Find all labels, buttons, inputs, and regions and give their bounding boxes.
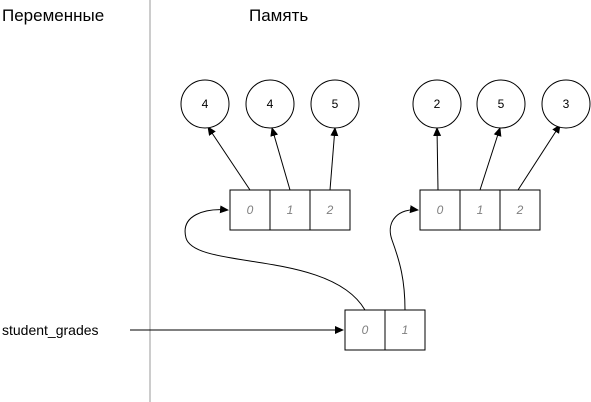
value-label: 2 (434, 97, 441, 111)
memory-header: Память (249, 6, 309, 25)
inner-list-1: 0 1 2 (229, 189, 351, 231)
value-circle (310, 79, 360, 129)
value-label: 4 (267, 97, 274, 111)
outer-list-index: 0 (362, 323, 369, 337)
inner-list-index: 0 (247, 203, 254, 217)
element-reference-arrow (517, 124, 561, 191)
inner-list-index: 1 (287, 203, 294, 217)
element-reference-arrow (270, 127, 291, 191)
inner-list-cell (499, 189, 541, 231)
outer-list-cell (384, 309, 426, 351)
value-circle (412, 79, 462, 129)
inner-list-index: 2 (326, 203, 334, 217)
value-label: 5 (498, 97, 505, 111)
value-circle (476, 79, 526, 129)
outer-to-inner-list-2-arrow (389, 205, 419, 311)
element-reference-arrow (479, 127, 502, 191)
inner-list-index: 2 (516, 203, 524, 217)
outer-list: 0 1 (344, 309, 426, 351)
variables-header: Переменные (2, 6, 105, 25)
value-label: 3 (563, 97, 570, 111)
variable-name-label: student_grades (2, 322, 99, 338)
value-label: 5 (332, 97, 339, 111)
value-objects: 4 4 5 2 5 3 (180, 79, 591, 129)
inner-list-2: 0 1 2 (419, 189, 541, 231)
inner-list-cell (309, 189, 351, 231)
outer-to-inner-list-1-arrow (184, 205, 366, 311)
element-reference-arrow (433, 127, 442, 191)
inner-list-index: 1 (477, 203, 484, 217)
outer-list-cell (344, 309, 386, 351)
element-reference-arrow (329, 127, 339, 191)
value-circle (541, 79, 591, 129)
value-label: 4 (202, 97, 209, 111)
value-circle (180, 79, 230, 129)
inner-list-cell (419, 189, 461, 231)
inner-list-index: 0 (437, 203, 444, 217)
element-reference-arrow (207, 126, 251, 191)
value-circle (245, 79, 295, 129)
outer-list-index: 1 (402, 323, 409, 337)
